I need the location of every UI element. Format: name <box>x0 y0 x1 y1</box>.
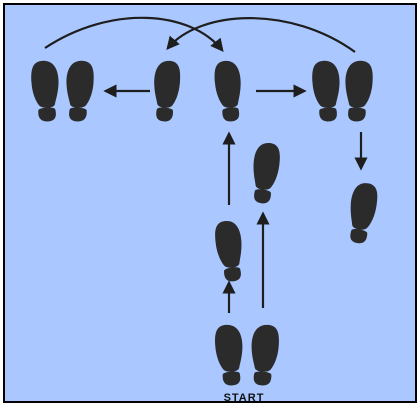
curved-arrow-right-to-left-center <box>166 17 356 53</box>
start-label: START <box>224 392 265 404</box>
curved-arrow-left-to-center <box>44 16 224 53</box>
